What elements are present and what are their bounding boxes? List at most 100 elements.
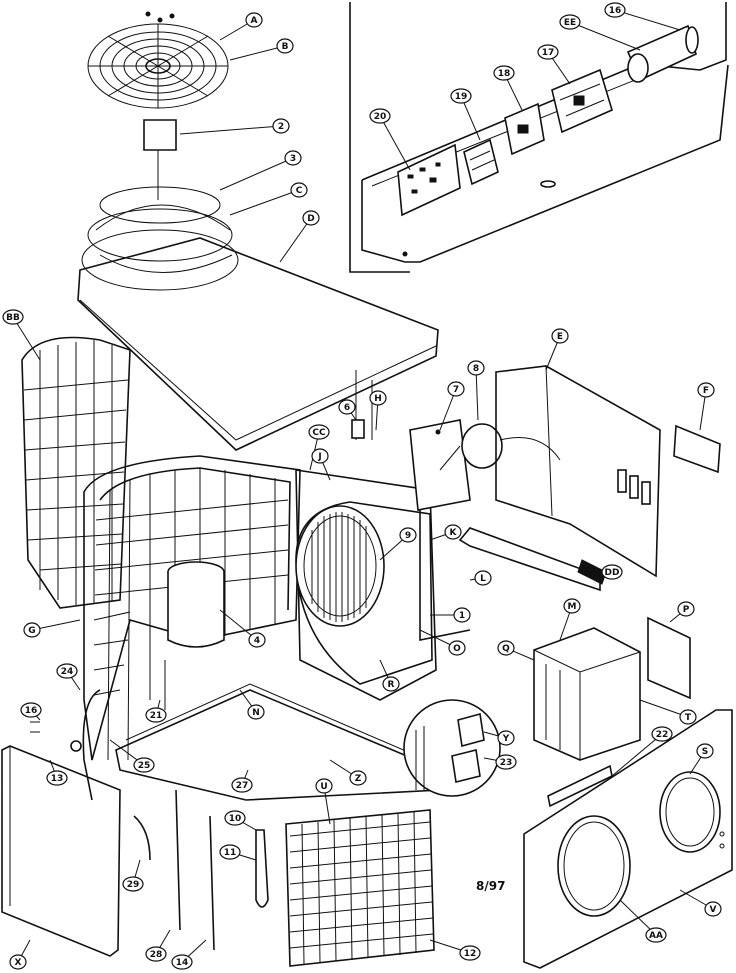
callout-label: 17 <box>542 48 555 58</box>
callout-label: U <box>320 782 327 792</box>
callout-label: K <box>450 528 458 538</box>
divider-panel <box>458 527 607 592</box>
callout-ring <box>474 570 492 586</box>
control-box-inset <box>349 2 729 273</box>
callout-label: 27 <box>236 781 249 791</box>
date-code: 8/97 <box>476 879 505 893</box>
callout-label: 19 <box>455 92 468 102</box>
callout-ring <box>56 663 78 679</box>
callout-ring <box>9 954 27 970</box>
side-panel-aa <box>1 745 121 957</box>
callout-ring <box>247 704 265 720</box>
callout-ring <box>122 876 144 892</box>
callout-ring <box>171 954 193 970</box>
callout-label: D <box>307 214 314 224</box>
callout-ring <box>493 65 515 81</box>
callout-label: DD <box>605 568 620 578</box>
callout-label: 16 <box>25 706 38 716</box>
callout-leader <box>611 733 663 777</box>
top-panel <box>77 237 439 451</box>
detail-circle <box>403 699 501 797</box>
callout-label: E <box>557 332 563 342</box>
callout-ring <box>23 622 41 638</box>
callout-label: 9 <box>405 531 411 541</box>
callout-label: 11 <box>224 848 237 858</box>
cover-plate-f <box>673 424 721 474</box>
callout-label: V <box>710 905 717 915</box>
callout-ring <box>349 770 367 786</box>
callout-ring <box>145 707 167 723</box>
condenser-coil <box>83 455 301 761</box>
callout-label: H <box>374 394 382 404</box>
callout-label: EE <box>564 18 576 28</box>
callout-ring <box>704 901 722 917</box>
callout-leader <box>229 189 300 216</box>
callout-ring <box>495 754 517 770</box>
callout-ring <box>467 360 485 376</box>
access-panel-e <box>495 365 661 578</box>
callout-ring <box>284 150 302 166</box>
callout-ring <box>224 810 246 826</box>
callout-label: Y <box>502 734 510 744</box>
callout-ring <box>2 309 24 325</box>
callout-ring <box>20 702 42 718</box>
callout-ring <box>219 844 241 860</box>
callout-ring <box>399 527 417 543</box>
callout-label: 14 <box>176 958 189 968</box>
callout-label: 1 <box>459 611 465 621</box>
callout-label: 24 <box>61 667 74 677</box>
callout-ring <box>315 778 333 794</box>
callout-ring <box>382 676 400 692</box>
callout-label: 25 <box>138 761 151 771</box>
callout-label: AA <box>649 931 663 941</box>
callout-label: 8 <box>473 364 479 374</box>
callout-label: J <box>317 452 321 462</box>
callout-label: 13 <box>51 774 64 784</box>
callout-label: M <box>568 602 577 612</box>
callout-ring <box>447 381 465 397</box>
callout-label: 18 <box>498 69 511 79</box>
blower-assembly <box>295 370 471 701</box>
callout-ring <box>604 2 626 18</box>
callout-ring <box>537 44 559 60</box>
callout-leader <box>460 95 481 141</box>
callout-leader <box>219 157 294 191</box>
callout-leader <box>475 367 479 421</box>
callout-leader <box>179 125 282 135</box>
callout-label: 29 <box>127 880 140 890</box>
callout-ring <box>245 12 263 28</box>
callout-label: P <box>683 605 690 615</box>
callout-ring <box>551 328 569 344</box>
callout-ring <box>563 598 581 614</box>
callout-label: X <box>15 958 22 968</box>
callout-leader <box>379 115 411 171</box>
callout-label: 10 <box>229 814 242 824</box>
callout-label: 16 <box>609 6 622 16</box>
callout-ring <box>133 757 155 773</box>
callout-label: Q <box>502 644 510 654</box>
strip-s <box>547 764 613 808</box>
callout-label: N <box>252 708 260 718</box>
callout-label: F <box>703 386 709 396</box>
callout-ring <box>679 709 697 725</box>
callout-leader <box>279 217 312 263</box>
callout-ring <box>497 640 515 656</box>
callout-ring <box>311 448 329 464</box>
front-panel <box>523 709 733 969</box>
callout-ring <box>559 14 581 30</box>
callout-label: C <box>296 186 303 196</box>
electrical-box <box>533 627 641 761</box>
callout-ring <box>696 743 714 759</box>
callout-leader <box>614 9 681 31</box>
callout-ring <box>697 382 715 398</box>
callout-label: 28 <box>150 950 163 960</box>
callout-ring <box>308 424 330 440</box>
callout-label: R <box>388 680 395 690</box>
callout-ring <box>338 399 356 415</box>
callout-label: 23 <box>500 758 513 768</box>
callout-ring <box>444 524 462 540</box>
blower-motor <box>409 419 561 511</box>
